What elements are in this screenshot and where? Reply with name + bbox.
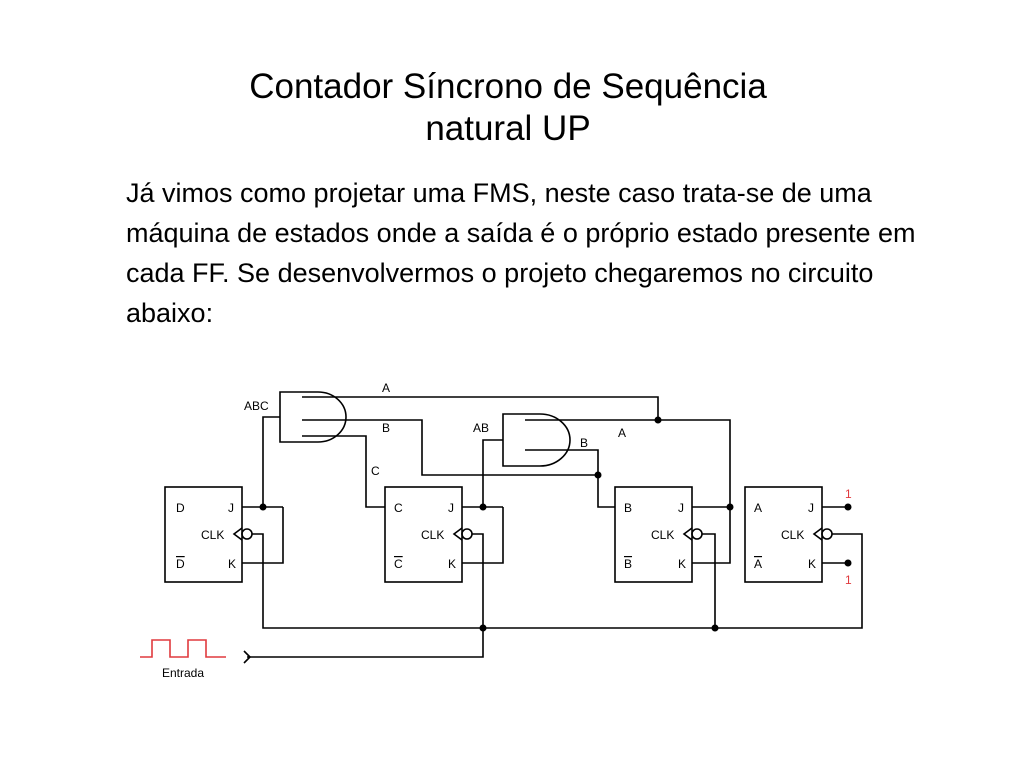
and-gate-ab [502, 413, 571, 467]
ffb-k: K [678, 557, 686, 571]
ffa-k: K [808, 557, 816, 571]
const-j-label: 1 [845, 487, 852, 501]
ffc-q: C [394, 501, 403, 515]
label-b-upper: B [382, 421, 390, 435]
ffa-clk: CLK [781, 528, 804, 542]
ffa-qbar: A [754, 557, 762, 571]
ffb-clk: CLK [651, 528, 674, 542]
const-k-label: 1 [845, 573, 852, 587]
label-abc: ABC [244, 399, 269, 413]
ffc-j: J [448, 501, 454, 515]
ffc-qbar: C [394, 557, 403, 571]
slide-title: Contador Síncrono de Sequência natural U… [0, 66, 1016, 150]
input-label: Entrada [162, 666, 204, 680]
clock-waveform [140, 639, 226, 658]
and-gate-abc [279, 391, 347, 443]
title-line-2: natural UP [425, 109, 591, 148]
label-a-mid: A [618, 426, 626, 440]
ffb-j: J [678, 501, 684, 515]
ffa-q: A [754, 501, 762, 515]
label-b-mid: B [580, 436, 588, 450]
label-ab: AB [473, 421, 489, 435]
ffd-q: D [176, 501, 185, 515]
ffb-q: B [624, 501, 632, 515]
ffd-qbar: D [176, 557, 185, 571]
body-paragraph: Já vimos como projetar uma FMS, neste ca… [126, 178, 916, 328]
label-c-mid: C [371, 464, 380, 478]
ffd-k: K [228, 557, 236, 571]
ffc-k: K [448, 557, 456, 571]
ffa-j: J [808, 501, 814, 515]
ffd-j: J [228, 501, 234, 515]
ffb-qbar: B [624, 557, 632, 571]
label-a-top: A [382, 381, 390, 395]
title-line-1: Contador Síncrono de Sequência [249, 67, 767, 106]
ffc-clk: CLK [421, 528, 444, 542]
ffd-clk: CLK [201, 528, 224, 542]
